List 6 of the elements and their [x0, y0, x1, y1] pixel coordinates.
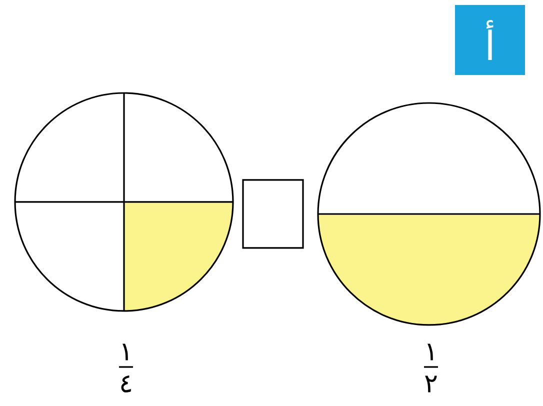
letter-box: أ [455, 5, 525, 75]
answer-box [242, 179, 304, 249]
fraction-circle [317, 102, 541, 326]
fraction-label: ١ ٢ [424, 344, 438, 392]
fraction-circle [14, 92, 234, 312]
fraction-label: ١ ٤ [119, 344, 133, 392]
